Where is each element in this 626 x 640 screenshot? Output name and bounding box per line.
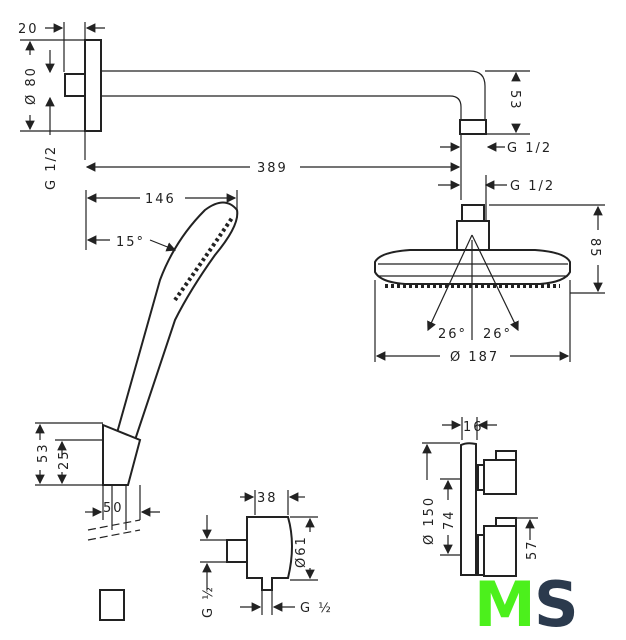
dim-arm-thread: G 1/2 bbox=[44, 145, 59, 190]
dim-outlet-depth: 38 bbox=[257, 491, 278, 506]
wall-outlet bbox=[200, 490, 318, 615]
dim-arm-flange-diameter: Ø 80 bbox=[24, 66, 39, 105]
hand-shower bbox=[35, 190, 239, 621]
dim-hand-length: 146 bbox=[145, 192, 176, 207]
dim-arm-flange-depth: 20 bbox=[18, 22, 39, 37]
dim-arm-drop: 53 bbox=[507, 90, 522, 111]
dim-head-thread: G 1/2 bbox=[510, 179, 555, 194]
dim-holder-height: 53 bbox=[36, 442, 51, 463]
dim-outlet-thread-bottom: G ½ bbox=[300, 601, 333, 616]
dim-spray-angle-right: 26° bbox=[483, 327, 512, 342]
dim-head-height: 85 bbox=[587, 238, 602, 259]
dim-mixer-diameter: Ø 150 bbox=[422, 496, 437, 545]
logo-s: S bbox=[534, 568, 579, 640]
logo-m: M bbox=[474, 568, 536, 640]
dim-arm-length: 389 bbox=[257, 161, 288, 176]
dim-mixer-depth: 16 bbox=[463, 420, 484, 435]
dim-arm-thread-out: G 1/2 bbox=[507, 141, 552, 156]
overhead-shower bbox=[374, 175, 605, 362]
dim-holder-width: 50 bbox=[103, 501, 124, 516]
dim-hand-angle: 15° bbox=[116, 235, 145, 250]
dim-outlet-thread-side: G ½ bbox=[201, 585, 216, 618]
dim-holder-offset: 25 bbox=[57, 449, 72, 470]
ms-logo: M S bbox=[474, 568, 579, 640]
dim-mixer-spacing: 74 bbox=[442, 509, 457, 530]
mixer-valve bbox=[422, 417, 538, 577]
dim-outlet-diameter: Ø61 bbox=[294, 535, 309, 568]
shower-arm bbox=[20, 22, 530, 200]
dim-mixer-handle-height: 57 bbox=[525, 539, 540, 560]
dim-head-diameter: Ø 187 bbox=[450, 350, 499, 365]
dim-spray-angle-left: 26° bbox=[438, 327, 467, 342]
